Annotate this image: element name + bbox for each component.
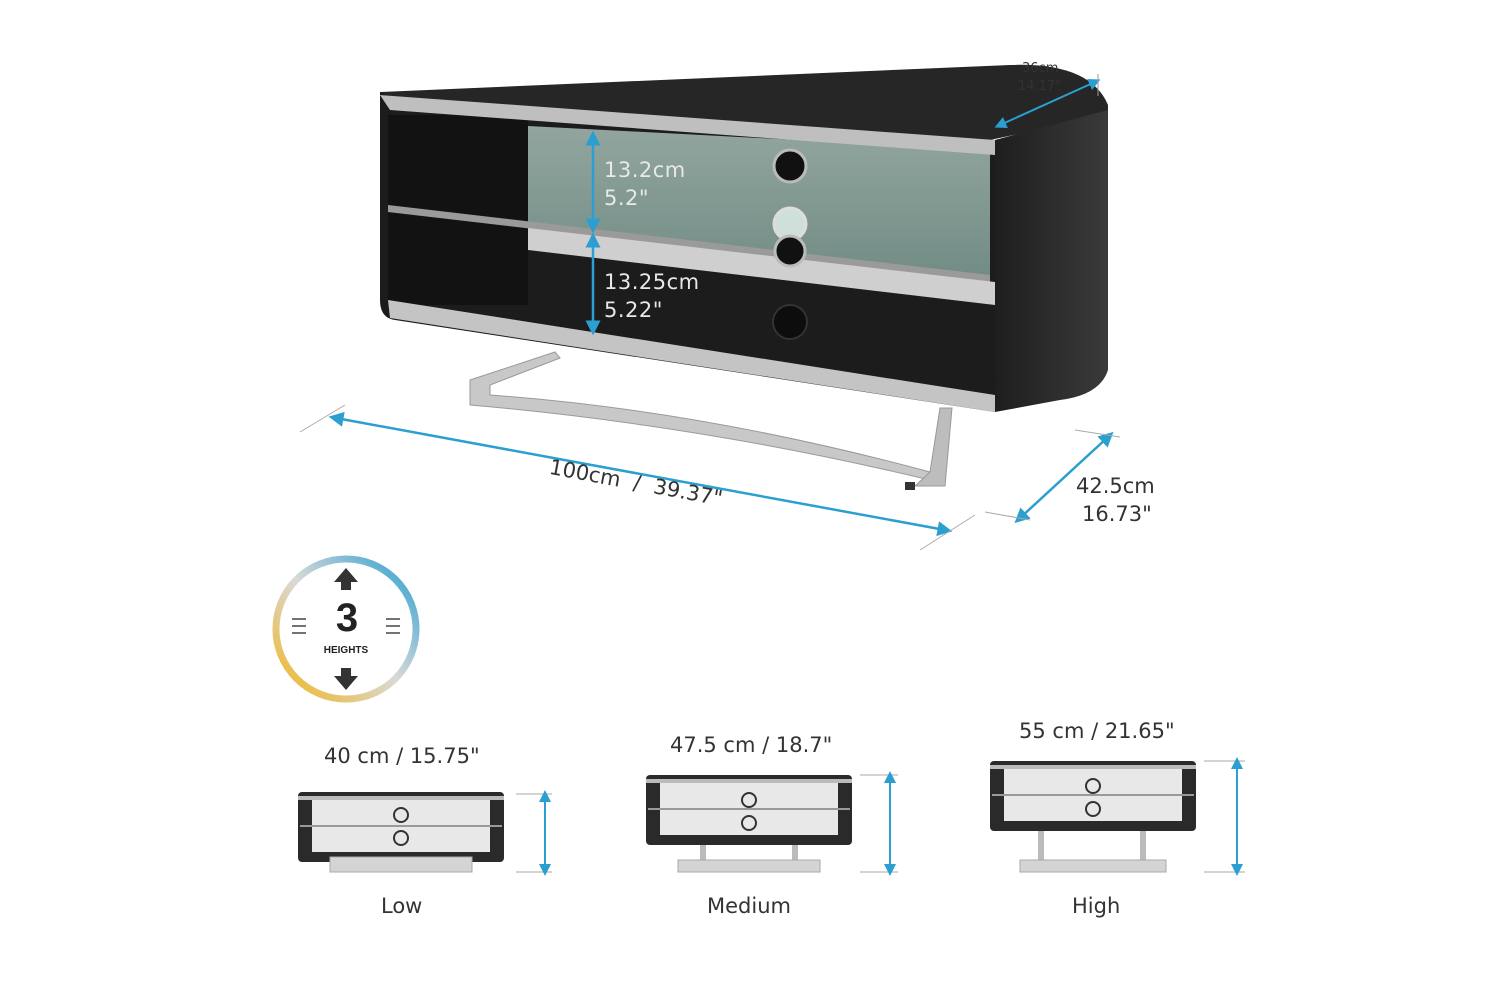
cabinet-side (995, 110, 1108, 412)
chrome-strip-top (380, 95, 995, 155)
medium-height-dim: 47.5 cm / 18.7" (670, 733, 833, 757)
badge-text: HEIGHTS (323, 645, 369, 656)
lower-shelf-in: 5.22" (604, 298, 663, 322)
glass-shelf (388, 205, 990, 282)
cable-hole (773, 234, 807, 268)
chrome-strip-bottom (388, 300, 995, 412)
depth-top-in: 14.17" (1018, 79, 1062, 94)
depth-top-cm: 36cm (1022, 61, 1059, 76)
cabinet-top (380, 64, 1108, 140)
low-height-dim: 40 cm / 15.75" (324, 744, 480, 768)
low-caption: Low (381, 894, 423, 918)
medium-caption: Medium (707, 894, 791, 918)
cable-hole (772, 148, 808, 184)
depth-base-in: 16.73" (1082, 502, 1152, 526)
cable-hole (772, 304, 808, 340)
high-height-dim: 55 cm / 21.65" (1019, 719, 1175, 743)
lower-shelf-cm: 13.25cm (604, 270, 700, 294)
upper-shelf-cm: 13.2cm (604, 158, 686, 182)
chrome-strip-mid (528, 228, 995, 305)
high-caption: High (1072, 894, 1121, 918)
badge-number: 3 (335, 596, 359, 640)
depth-base-cm: 42.5cm (1076, 474, 1155, 498)
upper-shelf-in: 5.2" (604, 186, 650, 210)
